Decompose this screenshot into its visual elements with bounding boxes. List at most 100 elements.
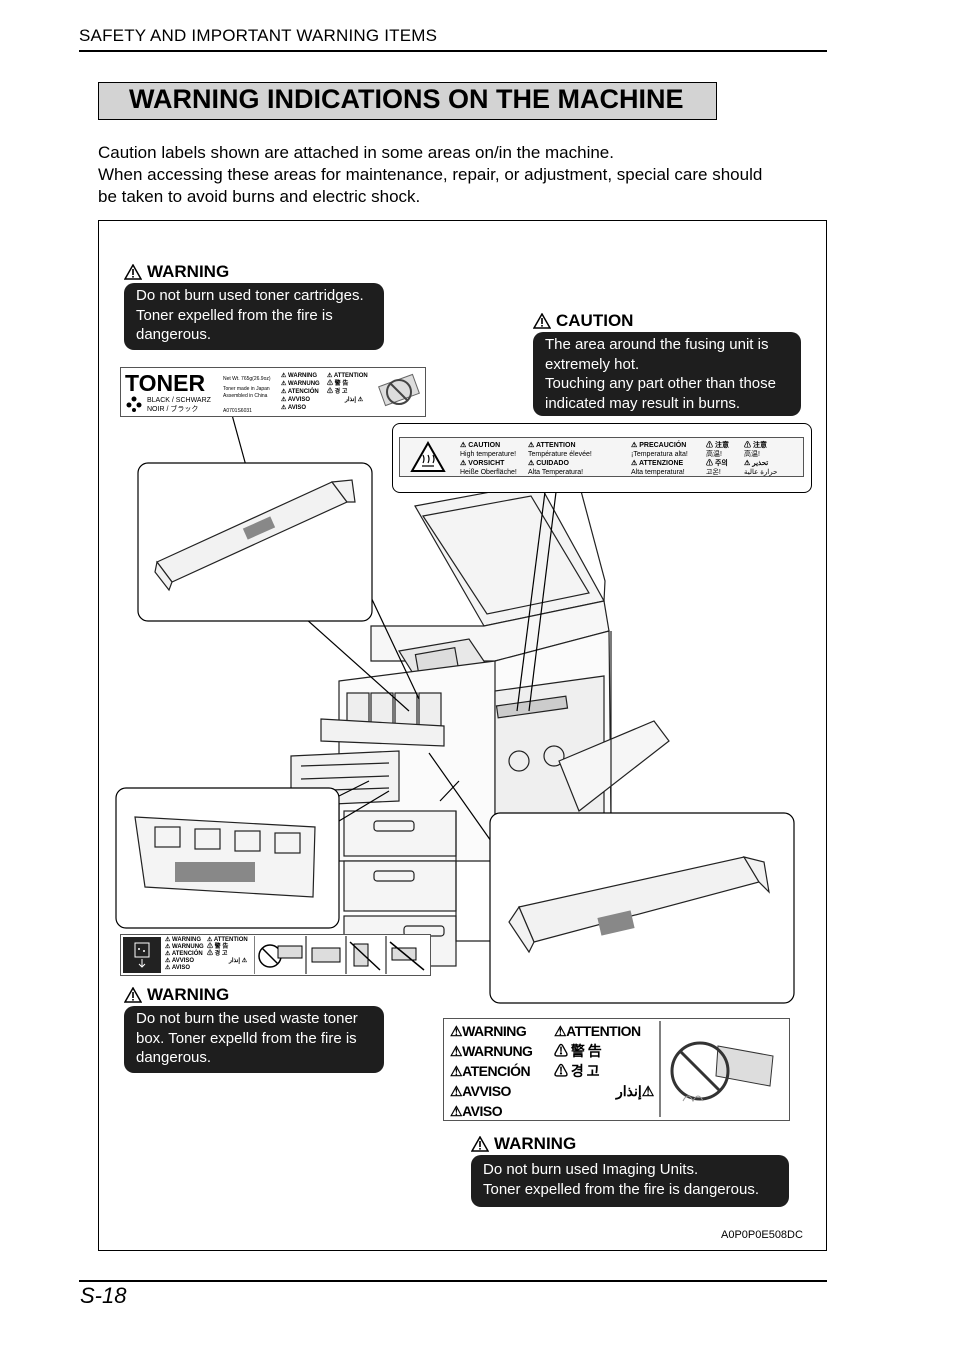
- fusing-caution-heading: CAUTION: [533, 311, 633, 331]
- warning-word: إنذار: [616, 1083, 642, 1099]
- footer-rule: [79, 1280, 827, 1282]
- imaging-warning-title: WARNING: [494, 1134, 577, 1153]
- waste-pictograms: [254, 936, 425, 974]
- cell-text: Heiße Oberfläche!: [460, 469, 517, 476]
- warning-word: ATTENTION: [213, 937, 248, 943]
- waste-warning-heading: WARNING: [124, 985, 229, 1005]
- warning-word: AVISO: [287, 405, 307, 411]
- waste-warning-list-right: ⚠ ATTENTION ⚠ 警 告 ⚠ 경 고 إنذار ⚠: [207, 937, 248, 964]
- cell-title: CUIDADO: [536, 460, 569, 467]
- warning-word: AVISO: [462, 1103, 503, 1119]
- cell-title: 주의: [714, 460, 728, 467]
- toner-box-icon: [123, 937, 161, 973]
- warning-word: 警 告: [334, 381, 349, 387]
- warning-word: إنذار: [229, 958, 241, 964]
- warning-word: AVVISO: [462, 1083, 511, 1099]
- warning-word: AVVISO: [171, 958, 195, 964]
- imaging-warning-list-left: ⚠WARNING ⚠WARNUNG ⚠ATENCIÓN ⚠AVVISO ⚠AVI…: [450, 1023, 533, 1119]
- warning-triangle-icon: [471, 1136, 489, 1152]
- fusing-caution-message: The area around the fusing unit is extre…: [533, 332, 801, 416]
- warning-triangle-icon: [124, 987, 142, 1003]
- no-fire-icon: [378, 373, 420, 407]
- waste-warning-title: WARNING: [147, 985, 230, 1004]
- cell-text: High temperature!: [460, 451, 517, 458]
- waste-toner-box-inset: [115, 787, 340, 929]
- imaging-warning-list-right: ⚠ATTENTION ⚠ 警 告 ⚠ 경 고 إنذار⚠: [554, 1023, 655, 1099]
- title-box: [98, 82, 717, 120]
- net-weight: Net Wt. 765g(26.9oz): [223, 376, 271, 382]
- cell-text: 高温!: [744, 451, 760, 458]
- message-line: The area around the fusing unit is: [545, 336, 769, 353]
- waste-warning-message: Do not burn the used waste toner box. To…: [124, 1006, 384, 1073]
- message-line: Toner expelled from the fire is: [136, 306, 333, 324]
- message-line: Toner expelled from the fire is dangerou…: [483, 1180, 759, 1198]
- warning-triangle-icon: [124, 264, 142, 280]
- toner-brand: TONER: [125, 370, 206, 396]
- figure-frame: [98, 220, 827, 1251]
- warning-word: WARNING: [462, 1023, 527, 1039]
- imaging-unit-inset: [489, 812, 795, 1004]
- toner-warning-list-left: ⚠ WARNING ⚠ WARNUNG ⚠ ATENCIÓN ⚠ AVVISO …: [281, 373, 320, 411]
- cell-title: ATTENTION: [535, 442, 576, 449]
- imaging-warning-message: Do not burn used Imaging Units. Toner ex…: [471, 1155, 789, 1207]
- warning-word: WARNING: [172, 937, 202, 943]
- warning-word: WARNING: [288, 373, 318, 379]
- toner-label: TONER BLACK / SCHWARZ NOIR / ブラック Net Wt…: [120, 367, 426, 417]
- toner-warning-list-right: ⚠ ATTENTION ⚠ 警 告 ⚠ 경 고 إنذار ⚠: [327, 373, 368, 403]
- page-number: S-18: [80, 1283, 127, 1308]
- warning-word: 경 고: [214, 951, 228, 957]
- toner-color-text: BLACK / SCHWARZ NOIR / ブラック: [147, 396, 211, 414]
- warning-word: ATENCIÓN: [171, 951, 203, 957]
- toner-warning-message: Do not burn used toner cartridges. Toner…: [124, 283, 384, 350]
- message-line: dangerous.: [136, 1049, 212, 1066]
- message-line: dangerous.: [136, 326, 212, 343]
- cell-title: PRECAUCIÓN: [639, 442, 687, 449]
- made-in-line: Assembled in China: [223, 393, 268, 399]
- warning-word: 경 고: [334, 389, 348, 395]
- cell-text: 高温!: [706, 451, 722, 458]
- cell-text: Alta temperatura!: [631, 469, 685, 476]
- cell-text: Alta Temperatura!: [528, 469, 584, 476]
- cell-text: Température élevée!: [528, 451, 592, 458]
- color-line: NOIR / ブラック: [147, 406, 199, 413]
- message-line: extremely hot.: [545, 355, 640, 373]
- toner-warning-title: WARNING: [147, 262, 230, 281]
- cell-text: ¡Temperatura alta!: [631, 451, 688, 458]
- imaging-warning-heading: WARNING: [471, 1134, 576, 1154]
- warning-word: ATENCIÓN: [462, 1063, 531, 1079]
- cell-title: تحذير: [752, 460, 769, 467]
- toner-dots-icon: [124, 396, 144, 415]
- warning-word: 警 告: [214, 944, 229, 950]
- warning-word: 警 告: [570, 1043, 602, 1059]
- toner-info: Net Wt. 765g(26.9oz) Toner made in Japan…: [223, 376, 271, 415]
- warning-word: 경 고: [570, 1063, 600, 1079]
- caution-triangle-icon: [533, 313, 551, 329]
- message-line: Touching any part other than those: [545, 375, 776, 392]
- message-line: indicated may result in burns.: [545, 394, 741, 412]
- cell-text: حرارة عالية: [744, 469, 778, 476]
- fusing-caution-title: CAUTION: [556, 311, 634, 330]
- warning-word: ATTENTION: [333, 373, 368, 379]
- header-rule: [79, 50, 827, 52]
- color-line: BLACK / SCHWARZ: [147, 397, 211, 404]
- cell-title: CAUTION: [468, 442, 501, 449]
- imaging-unit-label: ⚠WARNING ⚠WARNUNG ⚠ATENCIÓN ⚠AVVISO ⚠AVI…: [443, 1018, 790, 1121]
- warning-word: AVISO: [171, 965, 191, 971]
- cell-title: 注意: [714, 442, 729, 449]
- fusing-cell: ⚠ PRECAUCIÓN¡Temperatura alta!: [631, 442, 688, 458]
- warning-word: ATENCIÓN: [287, 389, 319, 395]
- message-line: Do not burn the used waste toner: [136, 1010, 358, 1027]
- toner-cartridge-inset: [137, 462, 373, 622]
- intro-paragraph: Caution labels shown are attached in som…: [98, 142, 828, 208]
- warning-word: إنذار: [345, 397, 357, 403]
- warning-word: WARNUNG: [172, 944, 204, 950]
- page-title: WARNING INDICATIONS ON THE MACHINE: [129, 84, 684, 114]
